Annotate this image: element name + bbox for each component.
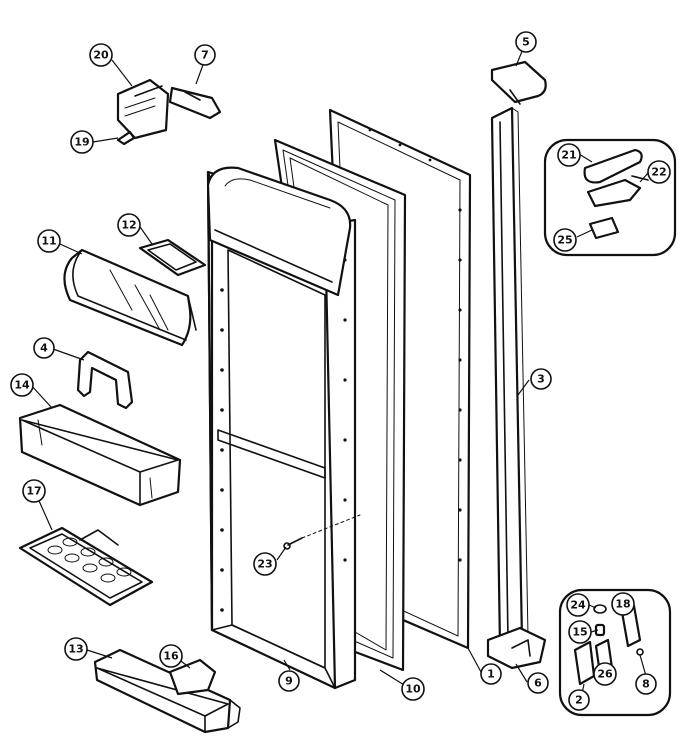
callout-1: 1 xyxy=(480,663,502,685)
callout-4: 4 xyxy=(33,337,55,359)
callout-22: 22 xyxy=(647,160,671,184)
callout-21: 21 xyxy=(557,143,581,167)
handle-top-cap xyxy=(490,60,547,105)
callout-23: 23 xyxy=(253,552,277,576)
callout-3: 3 xyxy=(530,368,552,390)
callout-25: 25 xyxy=(553,228,577,252)
callout-2: 2 xyxy=(568,689,590,711)
svg-text:4: 4 xyxy=(40,342,48,355)
svg-text:15: 15 xyxy=(572,626,587,639)
callout-20: 20 xyxy=(89,43,113,67)
callout-7: 7 xyxy=(194,44,216,66)
callout-15: 15 xyxy=(568,620,592,644)
svg-text:7: 7 xyxy=(201,49,209,62)
svg-text:26: 26 xyxy=(597,668,613,681)
door-bin xyxy=(18,403,182,507)
inner-door-liner xyxy=(206,166,361,690)
callout-24: 24 xyxy=(566,593,590,617)
callout-14: 14 xyxy=(10,373,34,397)
lower-bin xyxy=(93,648,241,734)
svg-text:24: 24 xyxy=(570,599,586,612)
svg-text:12: 12 xyxy=(121,219,136,232)
callout-8: 8 xyxy=(635,673,657,695)
handle-bottom-cap xyxy=(486,626,547,670)
svg-text:22: 22 xyxy=(651,166,666,179)
clip-part xyxy=(168,86,222,120)
rail-cap xyxy=(168,658,217,696)
callout-11: 11 xyxy=(37,229,61,253)
svg-text:14: 14 xyxy=(14,379,30,392)
small-bin xyxy=(138,238,207,277)
svg-text:5: 5 xyxy=(522,36,530,49)
callout-12: 12 xyxy=(117,213,141,237)
svg-text:2: 2 xyxy=(575,694,583,707)
clear-bin-cover xyxy=(63,248,197,347)
svg-text:11: 11 xyxy=(41,235,56,248)
door-handle-rail xyxy=(490,106,529,650)
svg-text:23: 23 xyxy=(257,558,272,571)
callout-16: 16 xyxy=(159,644,183,668)
callout-10: 10 xyxy=(401,677,425,701)
callout-6: 6 xyxy=(527,672,549,694)
svg-text:9: 9 xyxy=(285,675,293,688)
callout-13: 13 xyxy=(64,637,88,661)
small-screw xyxy=(116,130,136,146)
svg-text:21: 21 xyxy=(561,149,576,162)
callout-26: 26 xyxy=(593,662,617,686)
hinge-parts-inset-top xyxy=(543,138,677,257)
svg-text:1: 1 xyxy=(487,668,495,681)
svg-text:17: 17 xyxy=(26,485,41,498)
callout-17: 17 xyxy=(22,479,46,503)
callout-5: 5 xyxy=(515,31,537,53)
callout-18: 18 xyxy=(611,592,635,616)
svg-text:20: 20 xyxy=(93,49,109,62)
svg-text:8: 8 xyxy=(642,678,650,691)
svg-text:10: 10 xyxy=(405,683,421,696)
svg-text:6: 6 xyxy=(534,677,542,690)
svg-text:25: 25 xyxy=(557,234,572,247)
callout-19: 19 xyxy=(70,130,94,154)
svg-text:13: 13 xyxy=(68,643,83,656)
callout-9: 9 xyxy=(278,670,300,692)
svg-text:19: 19 xyxy=(74,136,89,149)
svg-text:16: 16 xyxy=(163,650,179,663)
svg-text:18: 18 xyxy=(615,598,630,611)
handle-bracket xyxy=(76,350,134,410)
egg-tray xyxy=(18,526,154,607)
svg-text:3: 3 xyxy=(537,373,545,386)
bracket-part xyxy=(116,78,170,140)
